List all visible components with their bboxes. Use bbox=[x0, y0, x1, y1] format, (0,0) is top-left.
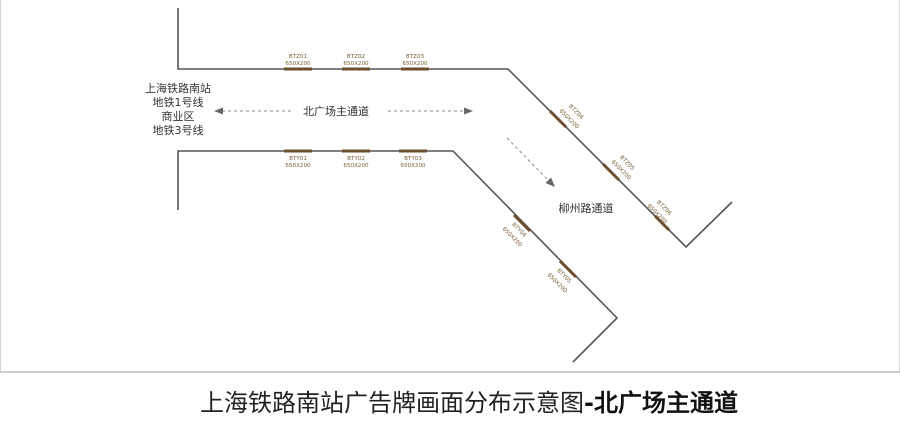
board-bty01: BTY01 650X200 bbox=[284, 149, 312, 169]
board-code: BTY01 bbox=[289, 156, 307, 162]
board-bty04: BTY04 650X200 bbox=[501, 213, 532, 249]
board-btz01: BTZ01 650X200 bbox=[284, 54, 312, 71]
board-size: 650X200 bbox=[402, 61, 428, 67]
board-btz02: BTZ02 650X200 bbox=[342, 54, 370, 71]
left-border bbox=[0, 0, 1, 372]
board-size: 650X200 bbox=[400, 163, 426, 169]
passage-diagram: 上海铁路南站 地铁1号线 商业区 地铁3号线 北广场主通道 柳州路通道 BTZ0… bbox=[145, 8, 733, 363]
board-btz05: BTZ05 650X200 bbox=[601, 155, 636, 182]
board-code: BTZ02 bbox=[347, 54, 365, 60]
board-code: BTY03 bbox=[404, 156, 422, 162]
board-btz04: BTZ04 650X200 bbox=[548, 104, 585, 131]
station-line-4: 地铁3号线 bbox=[153, 123, 204, 137]
flow-arrow-left-icon bbox=[214, 107, 223, 115]
board-mark bbox=[548, 109, 568, 129]
board-code: BTZ03 bbox=[406, 54, 425, 60]
caption-highlight: 北广场主通道 bbox=[593, 389, 738, 417]
board-btz03: BTZ03 650X200 bbox=[401, 54, 429, 71]
board-mark bbox=[512, 213, 532, 233]
board-size: 650X200 bbox=[285, 61, 311, 67]
flow-arrow-diagonal-line bbox=[506, 137, 549, 181]
board-mark bbox=[601, 162, 621, 182]
caption-main: 上海铁路南站广告牌画面分布示意图 bbox=[200, 389, 584, 417]
flow-arrow-right-icon bbox=[464, 107, 473, 115]
station-block: 上海铁路南站 地铁1号线 商业区 地铁3号线 bbox=[145, 81, 211, 137]
main-passage-label: 北广场主通道 bbox=[303, 104, 369, 118]
caption-separator bbox=[0, 371, 900, 373]
caption: 上海铁路南站广告牌画面分布示意图-北广场主通道 bbox=[200, 385, 738, 421]
board-size: 650X200 bbox=[285, 163, 311, 169]
board-mark bbox=[653, 214, 671, 232]
station-line-1: 上海铁路南站 bbox=[145, 81, 211, 95]
board-bty05: BTY05 650X200 bbox=[546, 259, 578, 295]
station-line-3: 商业区 bbox=[162, 109, 195, 123]
flow-arrow-diagonal-icon bbox=[545, 177, 555, 187]
board-mark bbox=[558, 259, 578, 279]
caption-dash: - bbox=[584, 389, 594, 417]
board-bty03: BTY03 650X200 bbox=[399, 149, 427, 169]
lower-wall bbox=[177, 150, 619, 363]
liuzhou-flow: 柳州路通道 bbox=[506, 137, 614, 215]
board-code: BTY02 bbox=[347, 156, 365, 162]
main-passage-flow: 北广场主通道 bbox=[214, 104, 473, 118]
station-line-2: 地铁1号线 bbox=[153, 95, 204, 109]
liuzhou-road-label: 柳州路通道 bbox=[559, 201, 614, 215]
board-btz06: BTZ06 650X200 bbox=[646, 200, 673, 232]
upper-wall bbox=[177, 8, 733, 249]
board-size: 650X200 bbox=[343, 163, 369, 169]
board-code: BTZ01 bbox=[289, 54, 308, 60]
board-bty02: BTY02 650X200 bbox=[342, 149, 370, 169]
board-size: 650X200 bbox=[343, 61, 369, 67]
